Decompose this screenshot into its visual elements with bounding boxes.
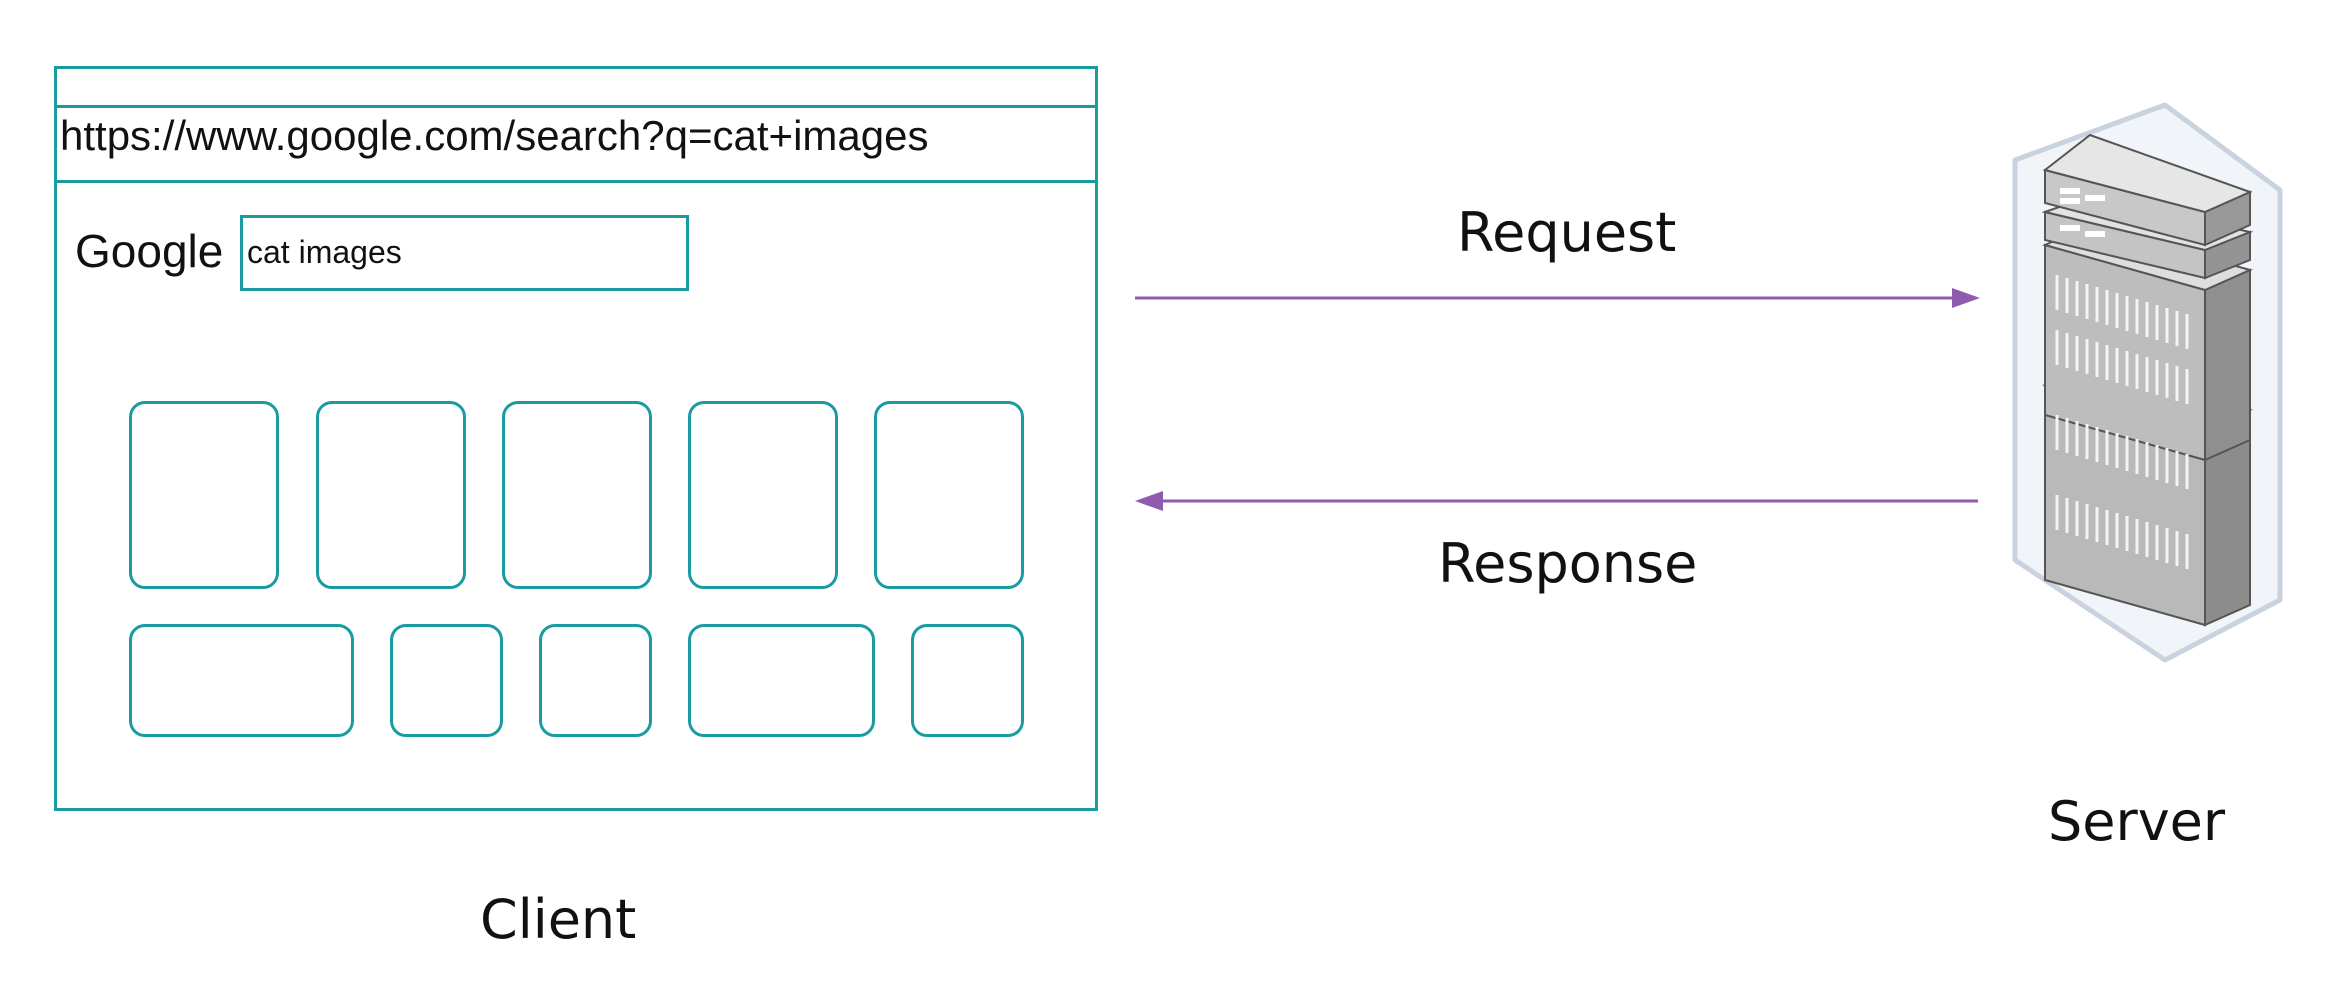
response-label: Response [1438, 532, 1698, 595]
response-arrow [1135, 491, 1978, 511]
client-label: Client [480, 888, 637, 951]
image-result-thumbnail[interactable] [502, 401, 652, 589]
image-result-thumbnail[interactable] [129, 624, 354, 737]
request-arrow [1135, 288, 1980, 308]
image-result-thumbnail[interactable] [911, 624, 1024, 737]
client-browser-window [54, 66, 1098, 811]
address-bar-url[interactable]: https://www.google.com/search?q=cat+imag… [60, 112, 929, 159]
browser-titlebar-divider [57, 105, 1095, 108]
image-result-thumbnail[interactable] [539, 624, 652, 737]
search-input-value[interactable]: cat images [247, 234, 402, 270]
image-result-thumbnail[interactable] [316, 401, 466, 589]
image-result-thumbnail[interactable] [874, 401, 1024, 589]
search-input[interactable] [240, 215, 689, 291]
google-logo-text: Google [75, 225, 224, 277]
browser-addressbar-divider [57, 180, 1095, 183]
request-label: Request [1457, 201, 1677, 264]
image-result-thumbnail[interactable] [129, 401, 279, 589]
image-result-thumbnail[interactable] [688, 624, 875, 737]
server-label: Server [2048, 790, 2226, 853]
image-result-thumbnail[interactable] [688, 401, 838, 589]
image-result-thumbnail[interactable] [390, 624, 503, 737]
server-rack-icon [2012, 102, 2283, 663]
